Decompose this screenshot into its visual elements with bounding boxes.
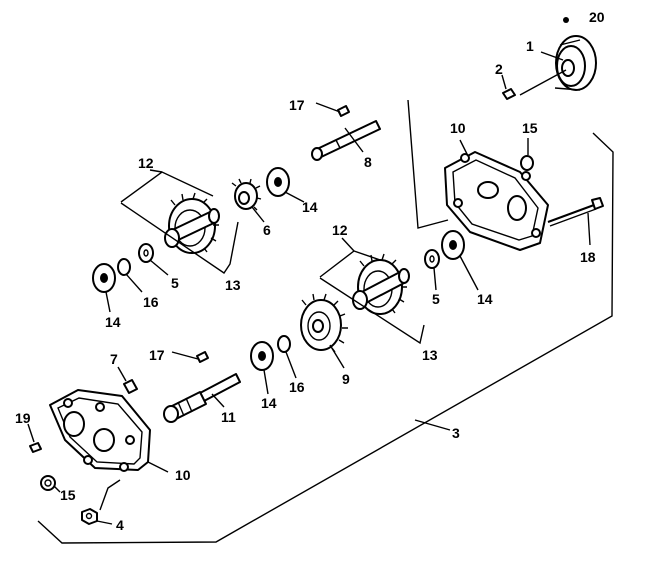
callout-7: 7 [110, 351, 118, 367]
callout-18: 18 [580, 249, 596, 265]
callout-12-upper: 12 [138, 155, 154, 171]
callout-4: 4 [116, 517, 124, 533]
leader-2 [501, 74, 507, 90]
callout-20: 20 [589, 9, 605, 25]
bearing-left [92, 263, 116, 293]
callout-16-upper: 16 [143, 294, 159, 310]
hex-nut [81, 508, 98, 525]
callout-15-left: 15 [60, 487, 76, 503]
leader-12b [341, 237, 355, 252]
leader-6 [251, 206, 265, 223]
callout-13-lower: 13 [422, 347, 438, 363]
pulley-shaft-line [519, 69, 567, 96]
callout-5-lower: 5 [432, 291, 440, 307]
cluster-bracket-upper [120, 171, 214, 203]
shaft-lower [163, 373, 241, 423]
key-lower [196, 351, 209, 363]
callout-3: 3 [452, 425, 460, 441]
leader-17a [315, 102, 341, 113]
small-gear [231, 178, 262, 211]
leader-14d [263, 369, 269, 395]
callout-6: 6 [263, 222, 271, 238]
assembly-bracket-line [37, 132, 614, 544]
left-housing [49, 389, 151, 472]
callout-5-upper: 5 [171, 275, 179, 291]
nut-guide-line [99, 479, 121, 511]
hex-nut-hole [85, 512, 93, 520]
seal-left-inner [44, 479, 52, 487]
leader-1 [540, 51, 564, 61]
seal-right [520, 155, 534, 171]
leader-15b [53, 485, 61, 493]
leader-4 [96, 520, 113, 525]
callout-2: 2 [495, 61, 503, 77]
leader-7 [117, 366, 127, 382]
callout-1: 1 [526, 38, 534, 54]
leader-11 [211, 393, 225, 408]
bearing-lower [250, 341, 274, 371]
callout-17-lower: 17 [149, 347, 165, 363]
pulley [554, 35, 597, 91]
callout-14-lower: 14 [261, 395, 277, 411]
right-housing [444, 151, 549, 251]
washer-lower [424, 249, 440, 269]
callout-13-upper: 13 [225, 277, 241, 293]
bearing-upper [266, 167, 290, 197]
leader-3 [414, 419, 451, 431]
bolt [547, 197, 604, 227]
key [502, 88, 516, 100]
leader-13a [120, 202, 239, 274]
callout-8: 8 [364, 154, 372, 170]
leader-8 [344, 127, 364, 153]
leader-19 [27, 423, 35, 443]
leader-16a [125, 273, 143, 293]
key-upper [337, 105, 350, 117]
spacer-lower [277, 335, 291, 353]
callout-14-right: 14 [477, 291, 493, 307]
leader-14b [105, 291, 111, 313]
shaft-guide-line [407, 99, 449, 229]
leader-18 [587, 212, 591, 246]
seal-left [40, 475, 56, 491]
leader-5a [149, 259, 169, 276]
callout-17-upper: 17 [289, 97, 305, 113]
leader-5b [433, 267, 437, 291]
callout-10-right: 10 [450, 120, 466, 136]
callout-12-lower: 12 [332, 222, 348, 238]
callout-9: 9 [342, 371, 350, 387]
callout-14-left: 14 [105, 314, 121, 330]
screw [563, 17, 569, 23]
washer-upper-hole [143, 249, 149, 257]
callout-10-left: 10 [175, 467, 191, 483]
washer-upper [138, 243, 154, 263]
callout-16-lower: 16 [289, 379, 305, 395]
leader-10a [459, 139, 469, 157]
leader-13b [319, 277, 425, 345]
leader-16b [285, 351, 297, 379]
shaft-upper [311, 120, 381, 161]
callout-11: 11 [221, 409, 236, 425]
callout-14-upper: 14 [302, 199, 318, 215]
leader-17b [171, 351, 199, 360]
washer-lower-hole [429, 255, 435, 263]
dowel-pin [123, 379, 138, 394]
leader-14a [284, 191, 305, 203]
spacer-upper [117, 258, 131, 276]
large-gear [300, 293, 348, 353]
callout-15-right: 15 [522, 120, 538, 136]
bearing-right [441, 230, 465, 260]
leader-14c [459, 255, 479, 291]
drain-screw [29, 442, 42, 453]
leader-9 [329, 344, 345, 369]
gear-cluster-upper [164, 192, 220, 254]
leader-10b [147, 461, 169, 473]
callout-19: 19 [15, 410, 31, 426]
leader-12a [149, 169, 163, 173]
